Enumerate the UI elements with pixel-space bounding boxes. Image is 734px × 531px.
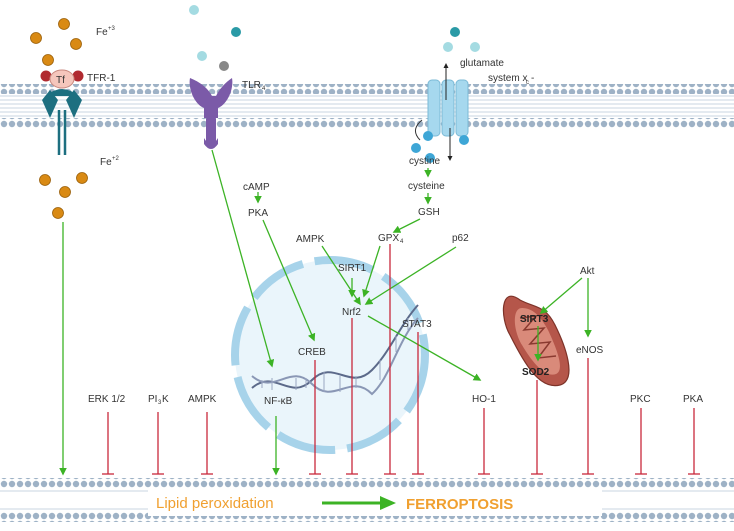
system-xc-subscript: c — [526, 80, 529, 86]
fe2-ions — [39, 172, 88, 219]
tlr4-receptor-icon — [189, 5, 241, 149]
erk-label: ERK 1/2 — [88, 394, 126, 405]
ampk-bottom-label: AMPK — [188, 394, 217, 405]
system-xc-suffix: - — [531, 73, 534, 84]
fe3-label: Fe — [96, 27, 108, 38]
gpx4-subscript: 4 — [400, 239, 404, 245]
tlr4-subscript: 4 — [262, 86, 266, 92]
transferrin-receptor-icon — [40, 69, 84, 155]
outcome-arrow-icon — [380, 496, 396, 510]
sirt1-label: SIRT1 — [338, 263, 367, 274]
creb-label: CREB — [298, 347, 326, 358]
ho1-label: HO-1 — [472, 394, 496, 405]
sod2-label: SOD2 — [522, 367, 550, 378]
camp-label: cAMP — [243, 182, 270, 193]
dna-helix — [251, 304, 419, 396]
inhibition-lines — [102, 244, 700, 475]
akt-label: Akt — [580, 266, 595, 277]
pka-bottom-label: PKA — [683, 394, 703, 405]
nrf2-label: Nrf2 — [342, 307, 361, 318]
cystine-label: cystine — [409, 156, 441, 167]
activation-arrows — [59, 149, 592, 476]
nucleus — [231, 256, 429, 454]
gpx4-label: GPX — [378, 233, 399, 244]
ampk-top-label: AMPK — [296, 234, 325, 245]
ferroptosis-label: FERROPTOSIS — [406, 496, 513, 513]
pi3k-subscript: 3 — [158, 400, 162, 406]
fe3-ions — [30, 18, 82, 66]
system-xc-label: system x — [488, 73, 527, 84]
outcome-row: Lipid peroxidation FERROPTOSIS — [148, 490, 602, 516]
pka-top-label: PKA — [248, 208, 268, 219]
sirt3-label: SIRT3 — [520, 314, 549, 325]
system-xc-transporter-icon — [411, 27, 480, 163]
tfr1-label: TFR-1 — [87, 73, 116, 84]
fe2-superscript: +2 — [112, 156, 120, 162]
glutamate-label: glutamate — [460, 58, 504, 69]
cysteine-label: cysteine — [408, 181, 445, 192]
pkc-label: PKC — [630, 394, 651, 405]
enos-label: eNOS — [576, 345, 604, 356]
fe3-superscript: +3 — [108, 26, 116, 32]
plasma-membrane-top — [0, 84, 734, 128]
nfkb-label: NF-κB — [264, 396, 293, 407]
fe2-label: Fe — [100, 157, 112, 168]
gsh-label: GSH — [418, 207, 440, 218]
tf-label: Tf — [56, 75, 65, 86]
stat3-label: STAT3 — [402, 319, 432, 330]
tlr4-label: TLR — [242, 80, 261, 91]
pi3k-label: PI — [148, 394, 157, 405]
lipid-peroxidation-label: Lipid peroxidation — [156, 495, 274, 512]
p62-label: p62 — [452, 233, 469, 244]
pi3k-suffix: K — [162, 394, 169, 405]
